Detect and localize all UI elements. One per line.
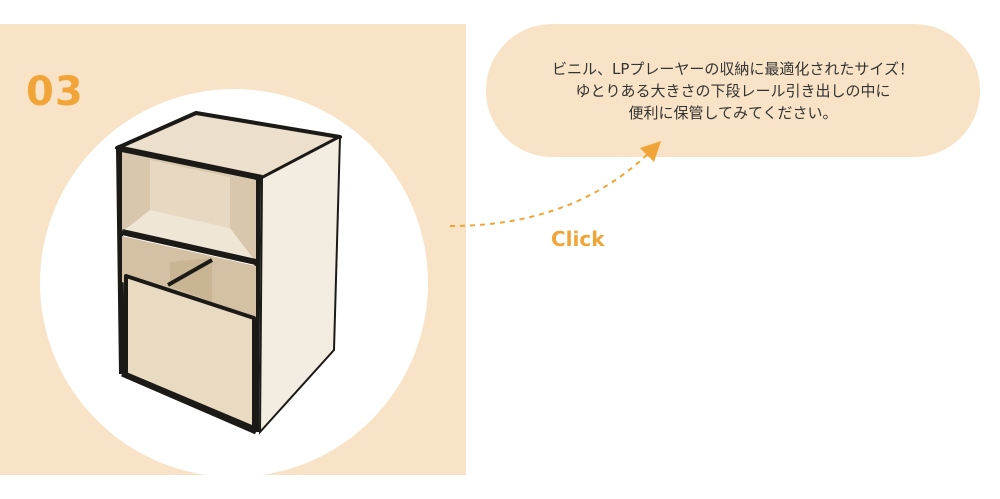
cabinet-side-edge <box>253 177 261 433</box>
cabinet-top-front-edge <box>116 145 263 181</box>
description-line-2: ゆとりある大きさの下段レール引き出しの中に <box>575 81 891 100</box>
middle-shelf-edge <box>121 229 257 265</box>
cabinet-left-edge <box>116 147 125 375</box>
upper-shelf-floor <box>122 210 256 262</box>
description-line-3: 便利に保管してみてください。 <box>628 103 838 122</box>
upper-shelf-back <box>150 160 230 228</box>
click-button[interactable]: Click <box>551 227 605 251</box>
step-number: 03 <box>26 69 84 115</box>
description-line-1: ビニル、LPプレーヤーの収納に最適化されたサイズ！ <box>552 59 914 78</box>
arrow-path <box>449 151 651 227</box>
drawer-rail <box>167 258 213 287</box>
drawer-front <box>124 274 256 430</box>
description-bubble: ビニル、LPプレーヤーの収納に最適化されたサイズ！ ゆとりある大きさの下段レール… <box>486 24 980 157</box>
cabinet-side <box>258 135 342 435</box>
arrow-head <box>640 141 661 162</box>
lower-interior-back <box>170 258 212 302</box>
